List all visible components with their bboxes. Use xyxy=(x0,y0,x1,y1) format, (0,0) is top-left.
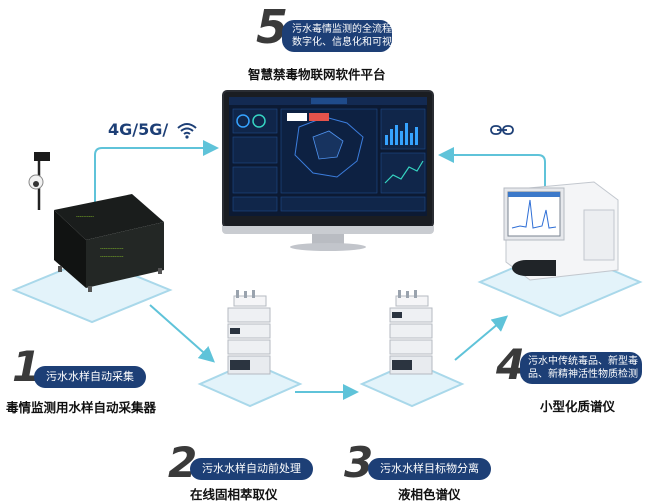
step-4-pill: 污水中传统毒品、新型毒 品、新精神活性物质检测 xyxy=(520,352,642,384)
svg-text:-------------: ------------- xyxy=(100,246,124,252)
step-4-pill-line2: 品、新精神活性物质检测 xyxy=(528,369,638,380)
svg-text:----------: ---------- xyxy=(76,214,94,220)
platform-lc xyxy=(359,360,465,408)
lc-instrument xyxy=(389,290,433,375)
network-label: 4G/5G/ xyxy=(108,120,168,139)
monitor-chin xyxy=(222,226,434,234)
step-4-pill-line1: 污水中传统毒品、新型毒 xyxy=(528,356,638,367)
arrow-collector-to-spe xyxy=(149,304,215,363)
water-sampler-device: ------------- ------------- ---------- xyxy=(28,152,164,292)
step-3-caption: 液相色谱仪 xyxy=(398,487,461,502)
step-3-number: 3 xyxy=(344,438,374,487)
step-2-pill: 污水水样自动前处理 xyxy=(190,458,313,480)
network-text: 4G/5G/ xyxy=(108,120,169,139)
svg-text:-------------: ------------- xyxy=(100,254,124,260)
dashboard-screen xyxy=(229,97,427,216)
mass-spectrometer xyxy=(503,181,619,281)
monitor-neck xyxy=(312,234,344,244)
step-1-caption: 毒情监测用水样自动采集器 xyxy=(6,400,157,415)
step-3-pill: 污水水样目标物分离 xyxy=(368,458,491,480)
step-5-caption: 智慧禁毒物联网软件平台 xyxy=(248,67,386,82)
arrow-lc-to-ms xyxy=(454,315,509,361)
step-1-pill: 污水水样自动采集 xyxy=(34,366,146,388)
spe-instrument xyxy=(227,290,271,375)
wifi-icon xyxy=(177,123,197,139)
platform-spe xyxy=(197,360,303,408)
arrow-collector-to-platform xyxy=(94,140,219,215)
arrow-ms-to-platform xyxy=(438,147,546,200)
step-5-pill-line1: 污水毒情监测的全流程 xyxy=(292,24,392,35)
monitor-foot xyxy=(290,243,366,251)
step-2-caption: 在线固相萃取仪 xyxy=(190,487,278,502)
link-icon xyxy=(490,125,514,135)
step-5-pill-line2: 数字化、信息化和可视化 xyxy=(292,37,402,48)
monitor xyxy=(222,90,434,228)
step-4-caption: 小型化质谱仪 xyxy=(540,399,616,414)
step-5-pill: 污水毒情监测的全流程 数字化、信息化和可视化 xyxy=(282,20,402,52)
dashboard-graphic xyxy=(229,97,427,212)
